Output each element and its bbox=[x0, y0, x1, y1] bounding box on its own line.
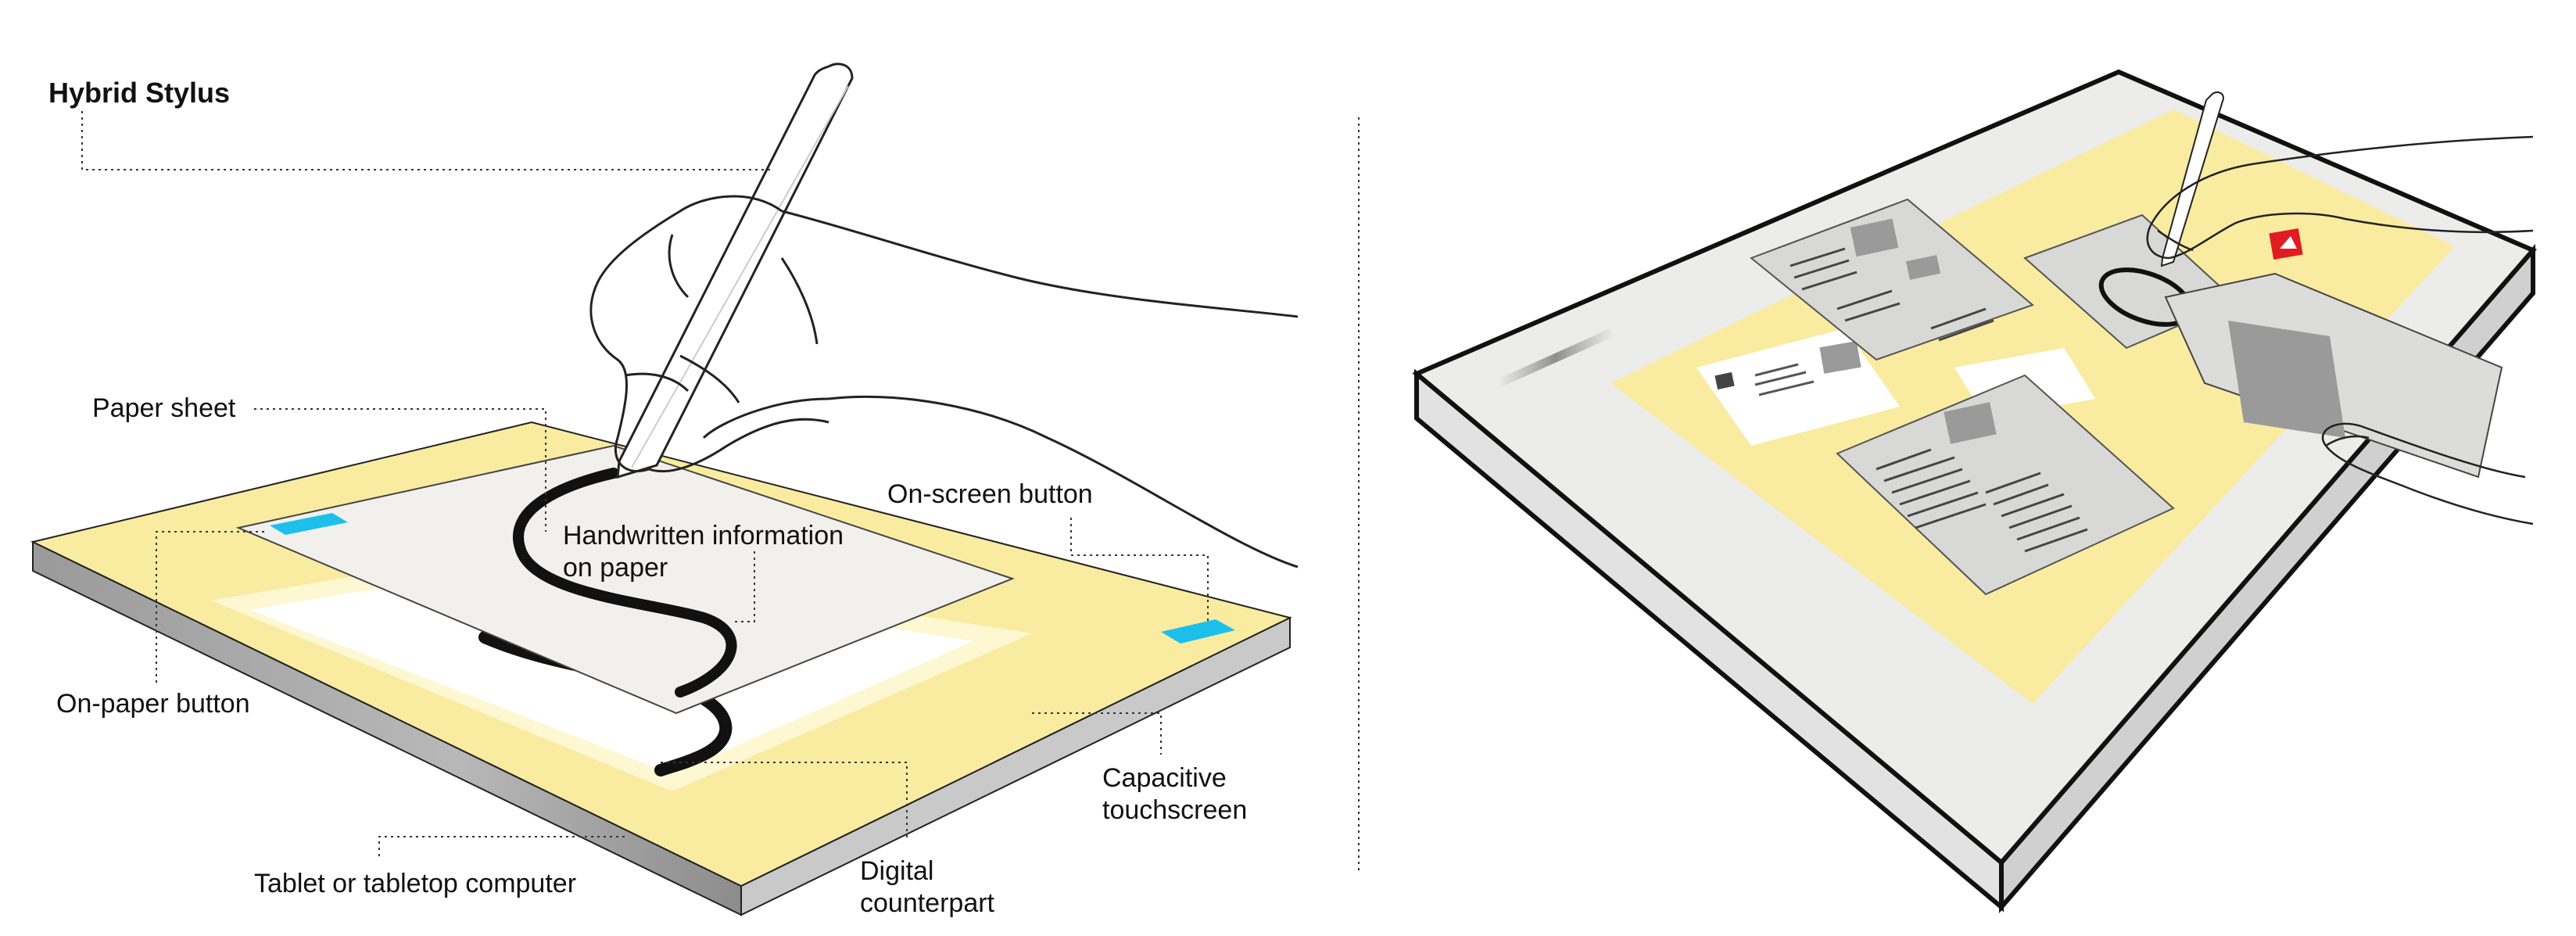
digital-doc-left-image bbox=[1819, 341, 1861, 374]
left-tablet-diagram bbox=[30, 63, 1299, 916]
paper-doc-top bbox=[1750, 198, 2034, 361]
paper-doc-top-lines bbox=[1790, 247, 1994, 342]
small-photo-icon bbox=[1714, 371, 1735, 390]
label-handwritten-line1: Handwritten information bbox=[563, 521, 844, 550]
hybrid-stylus bbox=[616, 63, 854, 479]
label-on-screen-button: On-screen button bbox=[887, 479, 1093, 509]
leader-tablet bbox=[378, 836, 625, 856]
handwritten-stroke bbox=[513, 468, 737, 698]
paper-doc-top-image2 bbox=[1905, 255, 1941, 280]
label-paper-sheet: Paper sheet bbox=[92, 393, 236, 423]
leader-on-paper-button bbox=[156, 531, 266, 683]
label-digital-line1: Digital bbox=[860, 856, 934, 886]
label-digital-line2: counterpart bbox=[860, 888, 994, 918]
label-tablet-computer: Tablet or tabletop computer bbox=[254, 869, 577, 898]
label-capacitive-line1: Capacitive bbox=[1102, 763, 1227, 793]
paper-doc-large-image bbox=[1944, 402, 1997, 444]
leader-hybrid-stylus bbox=[81, 111, 770, 170]
right-stylus bbox=[2160, 91, 2225, 267]
leader-capacitive bbox=[1032, 712, 1162, 755]
leader-handwritten bbox=[731, 551, 755, 622]
label-capacitive-line2: touchscreen bbox=[1102, 795, 1248, 825]
on-paper-button bbox=[270, 513, 348, 535]
leader-lines-left bbox=[81, 111, 1209, 856]
digital-doc-left-lines bbox=[1754, 363, 1815, 396]
label-handwritten-info: Handwritten information on paper bbox=[563, 520, 844, 584]
right-tabletop-diagram bbox=[1412, 69, 2537, 914]
paper-doc-large-lines bbox=[1876, 448, 2088, 553]
writing-hand bbox=[589, 195, 1299, 568]
tabletop-shadow-mark bbox=[1497, 328, 1614, 387]
right-hands bbox=[2146, 135, 2534, 525]
paper-doc-top-image bbox=[1850, 218, 1899, 257]
leader-on-screen-button bbox=[1070, 518, 1209, 622]
label-on-paper-button: On-paper button bbox=[56, 689, 250, 719]
paper-sheet bbox=[235, 444, 1015, 715]
held-paper-image bbox=[2228, 321, 2345, 438]
label-handwritten-line2: on paper bbox=[563, 553, 668, 583]
figure-title: Hybrid Stylus bbox=[48, 77, 231, 109]
red-icon-arrow bbox=[2280, 236, 2297, 249]
leader-digital bbox=[661, 762, 908, 841]
label-digital-counterpart: Digital counterpart bbox=[860, 855, 994, 920]
on-screen-button bbox=[1161, 619, 1235, 644]
label-capacitive-touchscreen: Capacitive touchscreen bbox=[1102, 762, 1247, 827]
